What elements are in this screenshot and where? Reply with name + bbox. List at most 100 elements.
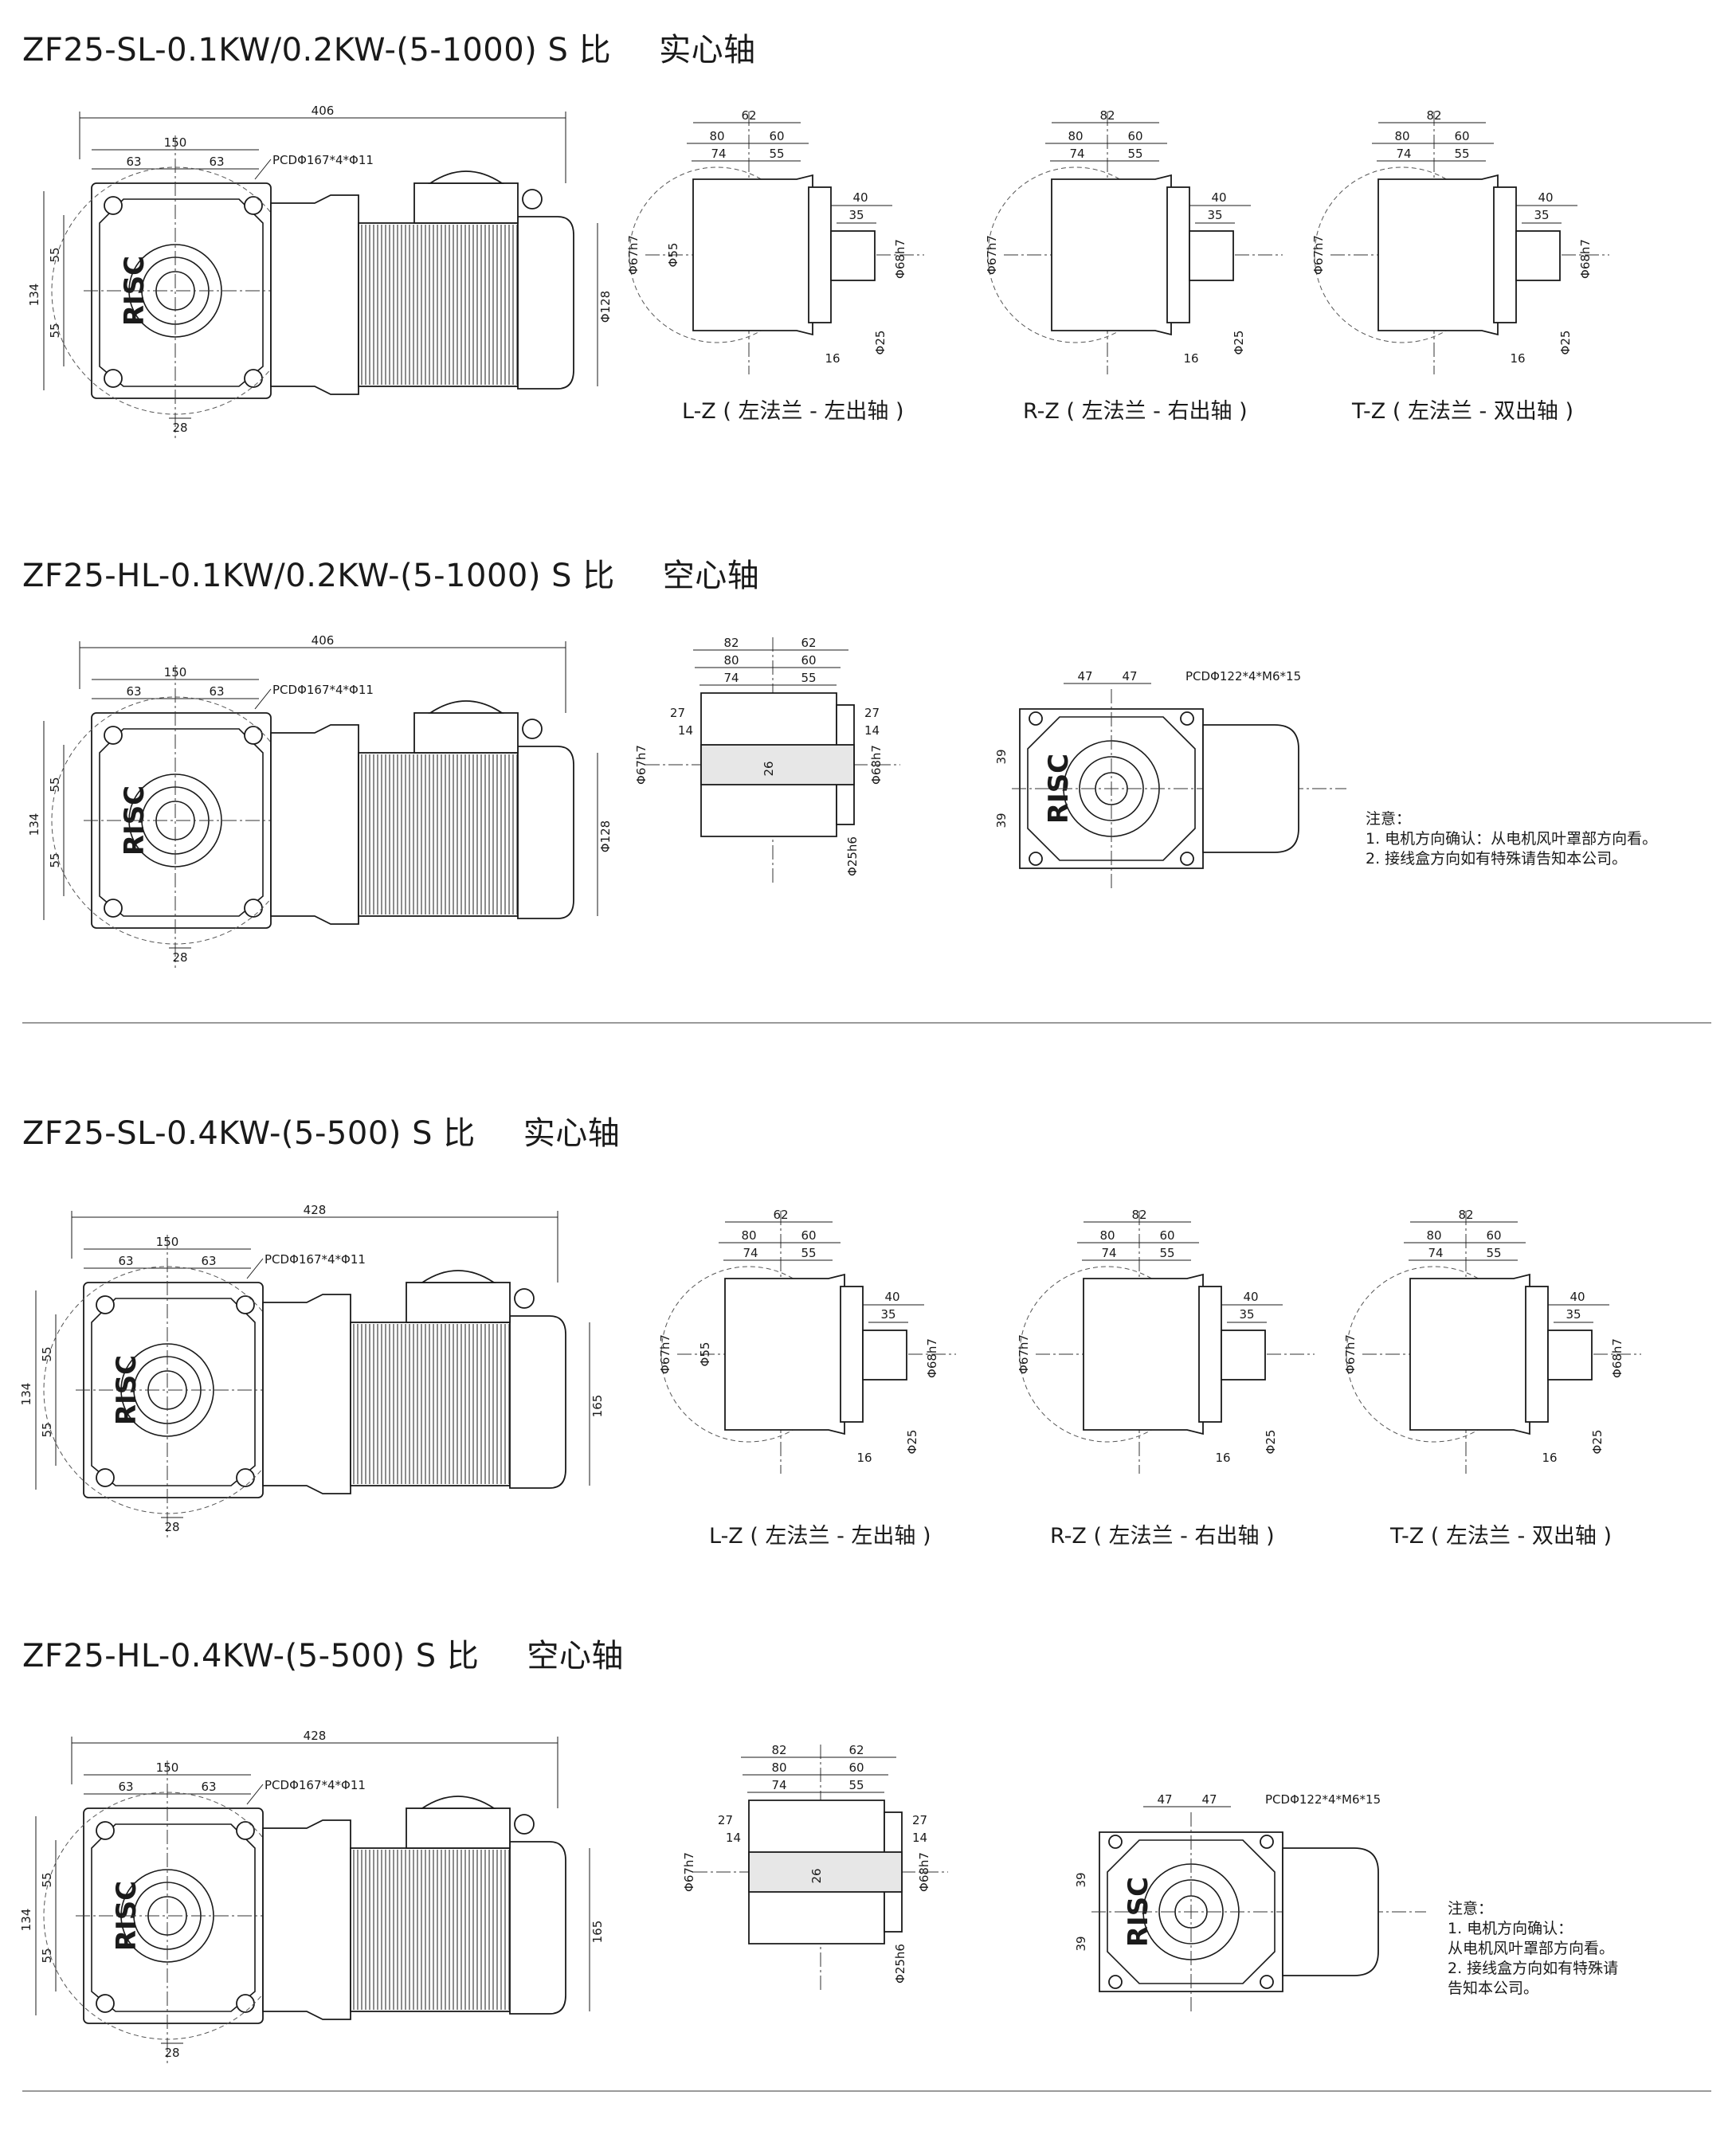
dim-k: 16 (1542, 1451, 1557, 1465)
gearbox-side-body (1409, 1273, 1530, 1435)
notes-section-2: 注意： 1. 电机方向确认：从电机风叶罩部方向看。 2. 接线盒方向如有特殊请告… (1366, 809, 1657, 869)
dim-m: 26 (809, 1868, 824, 1883)
flange-hole-br (1260, 1975, 1274, 1989)
dim-left: 63 (126, 684, 141, 699)
dim-g: Φ67h7 (626, 235, 641, 275)
dim-d: 55 (1454, 147, 1469, 161)
side-view-s3-tz: 82 80 60 74 55 40 35 Φ67h7 Φ68h7 Φ25 16 (1343, 1208, 1641, 1474)
notes-s4-heading: 注意： (1448, 1900, 1494, 1917)
dim-g: 27 (670, 706, 685, 720)
pcd-leader (246, 1258, 264, 1279)
dim-c: 60 (801, 1228, 816, 1243)
terminal-box-cap (428, 170, 504, 184)
flange-octagon (1027, 716, 1196, 861)
dim-b: 47 (1201, 1792, 1217, 1807)
dim-i: 27 (864, 706, 880, 720)
dim-j: Φ25 (873, 331, 888, 355)
gearbox-side-body (692, 174, 813, 336)
fan-cover (509, 1841, 566, 2015)
notes-s4-line-3: 2. 接线盒方向如有特殊请 (1448, 1960, 1619, 1977)
notes-s4-line-2: 从电机风叶罩部方向看。 (1448, 1940, 1615, 1957)
fin-lines (353, 1850, 510, 2010)
cable-gland (514, 1288, 535, 1309)
dim-pcd: PCDΦ167*4*Φ11 (265, 1252, 366, 1267)
dim-pcd: PCDΦ167*4*Φ11 (265, 1778, 366, 1792)
caption-s3-rz: R-Z ( 左法兰 - 右出轴 ) (1050, 1524, 1275, 1549)
bolt-hole-tr (244, 726, 263, 745)
dim-j: 14 (864, 723, 880, 738)
dim-d: 55 (1486, 1246, 1501, 1260)
hub-outer (128, 244, 222, 338)
dim-a: 47 (1077, 669, 1092, 683)
side-view-s3-lz: 62 80 60 74 55 40 35 Φ67h7 Φ55 Φ68h7 Φ25… (658, 1208, 956, 1474)
cable-gland (522, 189, 543, 210)
dim-g: Φ67h7 (1311, 235, 1326, 275)
section-1-title-text: ZF25-SL-0.1KW/0.2KW-(5-1000) S 比 (22, 32, 612, 69)
dim-pcd: PCDΦ167*4*Φ11 (272, 683, 374, 697)
dim-right: 63 (209, 684, 224, 699)
adapter-housing (262, 1294, 351, 1494)
terminal-box (406, 1807, 511, 1849)
bolt-hole-tl (104, 196, 123, 215)
motor-fins (358, 752, 519, 917)
flange-hub-mid (1158, 1879, 1224, 1944)
dim-pcd: PCDΦ167*4*Φ11 (272, 153, 374, 167)
bolt-hole-tl (96, 1295, 115, 1314)
motor-stub (1202, 724, 1299, 853)
section-4-title: ZF25-HL-0.4KW-(5-500) S 比空心轴 (22, 1630, 624, 1676)
dim-c: 60 (1486, 1228, 1501, 1243)
flange-plate (1198, 1286, 1222, 1423)
hub-outer (128, 773, 222, 867)
dim-d: 55 (801, 1246, 816, 1260)
pcd-leader (246, 1784, 264, 1805)
dim-a: 80 (741, 1228, 756, 1243)
dim-h: 14 (726, 1831, 741, 1845)
fan-cover (517, 216, 574, 390)
output-shaft (1547, 1330, 1593, 1381)
section-divider-2 (22, 2090, 1711, 2092)
dim-left: 63 (118, 1254, 133, 1268)
dim-h: Φ55 (666, 243, 680, 268)
flange-hole-tr (1260, 1835, 1274, 1849)
bolt-hole-br (244, 369, 263, 388)
dim-height: Φ128 (598, 820, 613, 852)
main-motor-view-s2: 406 150 63 63 PCDΦ167*4*Φ11 134 55 55 RI… (27, 633, 613, 968)
dim-a: 80 (1099, 1228, 1115, 1243)
hub-outer (120, 1869, 214, 1963)
dim-h: Φ55 (698, 1342, 712, 1367)
terminal-box-cap (420, 1796, 496, 1809)
dim-h: 14 (678, 723, 693, 738)
section-1-shaft-type: 实心轴 (659, 32, 756, 69)
flange-view-s4: 47 47 PCDΦ122*4*M6*15 RISC 39 39 (1074, 1792, 1426, 2011)
dim-e: 40 (1538, 190, 1553, 205)
caption-s1-tz: T-Z ( 左法兰 - 双出轴 ) (1352, 399, 1573, 424)
dim-g: 27 (718, 1813, 733, 1827)
dim-f: 35 (1239, 1307, 1254, 1322)
dim-a: 80 (709, 129, 724, 143)
motor-fins (350, 1847, 511, 2012)
section-4-shaft-type: 空心轴 (527, 1638, 624, 1674)
dim-g: Φ67h7 (658, 1334, 672, 1374)
section-2-title: ZF25-HL-0.1KW/0.2KW-(5-1000) S 比空心轴 (22, 550, 759, 596)
section-divider-1 (22, 1022, 1711, 1024)
bolt-hole-tr (236, 1295, 255, 1314)
dim-f: 35 (880, 1307, 895, 1322)
bolt-hole-tl (104, 726, 123, 745)
dim-right: 63 (201, 1254, 216, 1268)
dim-right: 63 (201, 1780, 216, 1794)
dim-k: 16 (1183, 351, 1198, 366)
dim-top-a: 82 (1426, 108, 1441, 123)
bolt-hole-br (236, 1468, 255, 1487)
dim-e: 40 (884, 1290, 899, 1304)
dim-bottom: 28 (164, 1520, 179, 1534)
pcd-leader (254, 159, 272, 180)
cable-gland (514, 1814, 535, 1835)
flange-hole-bl (1108, 1975, 1123, 1989)
dim-c: 80 (723, 653, 739, 668)
dim-a: 82 (771, 1743, 786, 1757)
bolt-hole-bl (104, 899, 123, 918)
side-view-s1-lz: 62 80 60 74 55 40 35 Φ67h7 Φ55 Φ68h7 Φ25… (626, 108, 924, 374)
fin-lines (361, 754, 518, 914)
dim-v-up: 55 (40, 1346, 54, 1361)
caption-s1-rz: R-Z ( 左法兰 - 右出轴 ) (1023, 399, 1248, 424)
